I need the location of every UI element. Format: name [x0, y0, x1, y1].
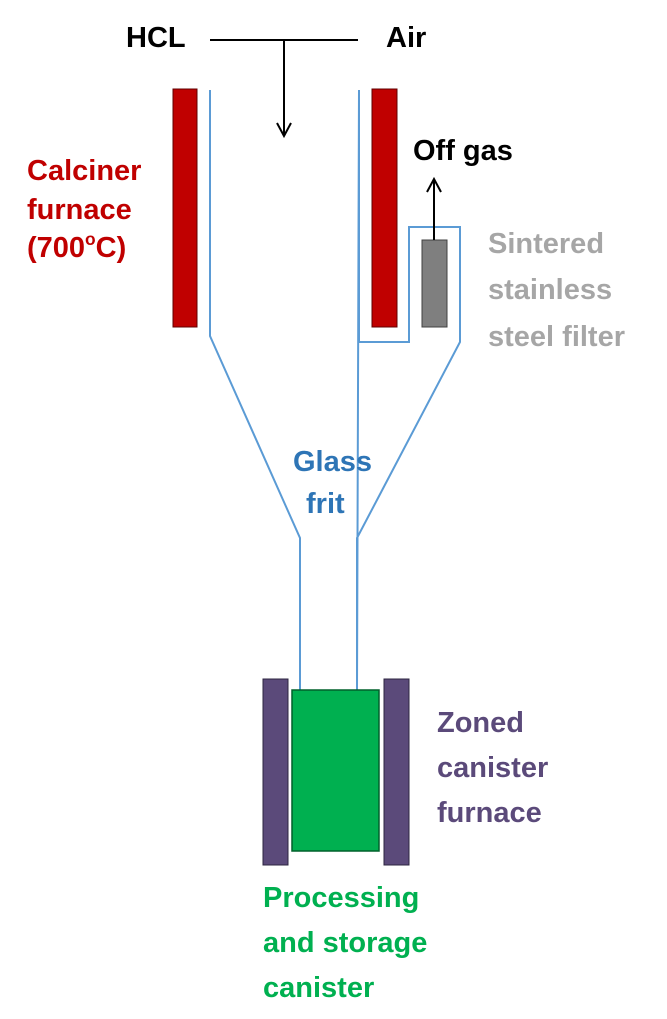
air-label: Air: [386, 22, 427, 54]
glass-frit-label: Glass frit: [293, 446, 372, 521]
feed-arrow-head: [276, 122, 292, 139]
zoned-furnace-label: Zoned canister furnace: [437, 707, 549, 829]
sintered-filter-label: Sintered stainless steel filter: [488, 228, 625, 353]
hcl-label: HCL: [126, 22, 186, 54]
zoned-furnace-right: [383, 678, 410, 866]
calciner-furnace-left: [172, 88, 198, 328]
calciner-furnace-right: [371, 88, 398, 328]
processing-canister-label: Processing and storage canister: [263, 882, 428, 1004]
calciner-furnace-label: Calciner furnace (700oC): [27, 155, 142, 265]
calciner-vessel-outline: [209, 89, 461, 691]
off-gas-arrow-head: [426, 176, 442, 193]
zoned-furnace-left: [262, 678, 289, 866]
off-gas-label: Off gas: [413, 135, 513, 167]
processing-canister: [291, 689, 380, 852]
sintered-filter: [421, 239, 448, 328]
